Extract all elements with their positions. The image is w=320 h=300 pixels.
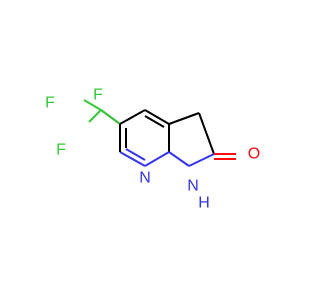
molecule-structure-diagram: F F F N N H O — [45, 87, 260, 212]
bond-n7-c6-double-inner — [125, 148, 146, 161]
atom-label-oxygen: O — [248, 146, 260, 163]
atom-label-lactam-h: H — [198, 195, 210, 212]
bond-n7-c6-double-outer — [119, 151, 146, 167]
atom-labels: F F F N N H O — [45, 87, 260, 212]
bond-lines — [83, 99, 236, 167]
bond-c7a-n7 — [144, 151, 170, 167]
bond-cf3-f-left — [88, 109, 102, 123]
bond-c7a-n1 — [168, 151, 190, 167]
bond-c3-c2 — [198, 112, 215, 155]
bond-c5-c4 — [119, 109, 146, 125]
atom-label-lactam-n: N — [187, 178, 199, 195]
bond-cf3-f-bottom — [83, 99, 102, 111]
bond-c4-c3a-double-inner — [144, 115, 165, 128]
bond-c3a-c3 — [168, 112, 200, 125]
bond-cf3-f-top — [100, 109, 121, 125]
bond-n1-c2 — [188, 153, 215, 167]
bond-c4-c3a-double-outer — [144, 109, 170, 125]
atom-label-ring-n: N — [139, 170, 151, 187]
atom-label-f-top: F — [93, 87, 103, 104]
atom-label-f-bottom: F — [56, 142, 66, 159]
atom-label-f-left: F — [45, 95, 55, 112]
